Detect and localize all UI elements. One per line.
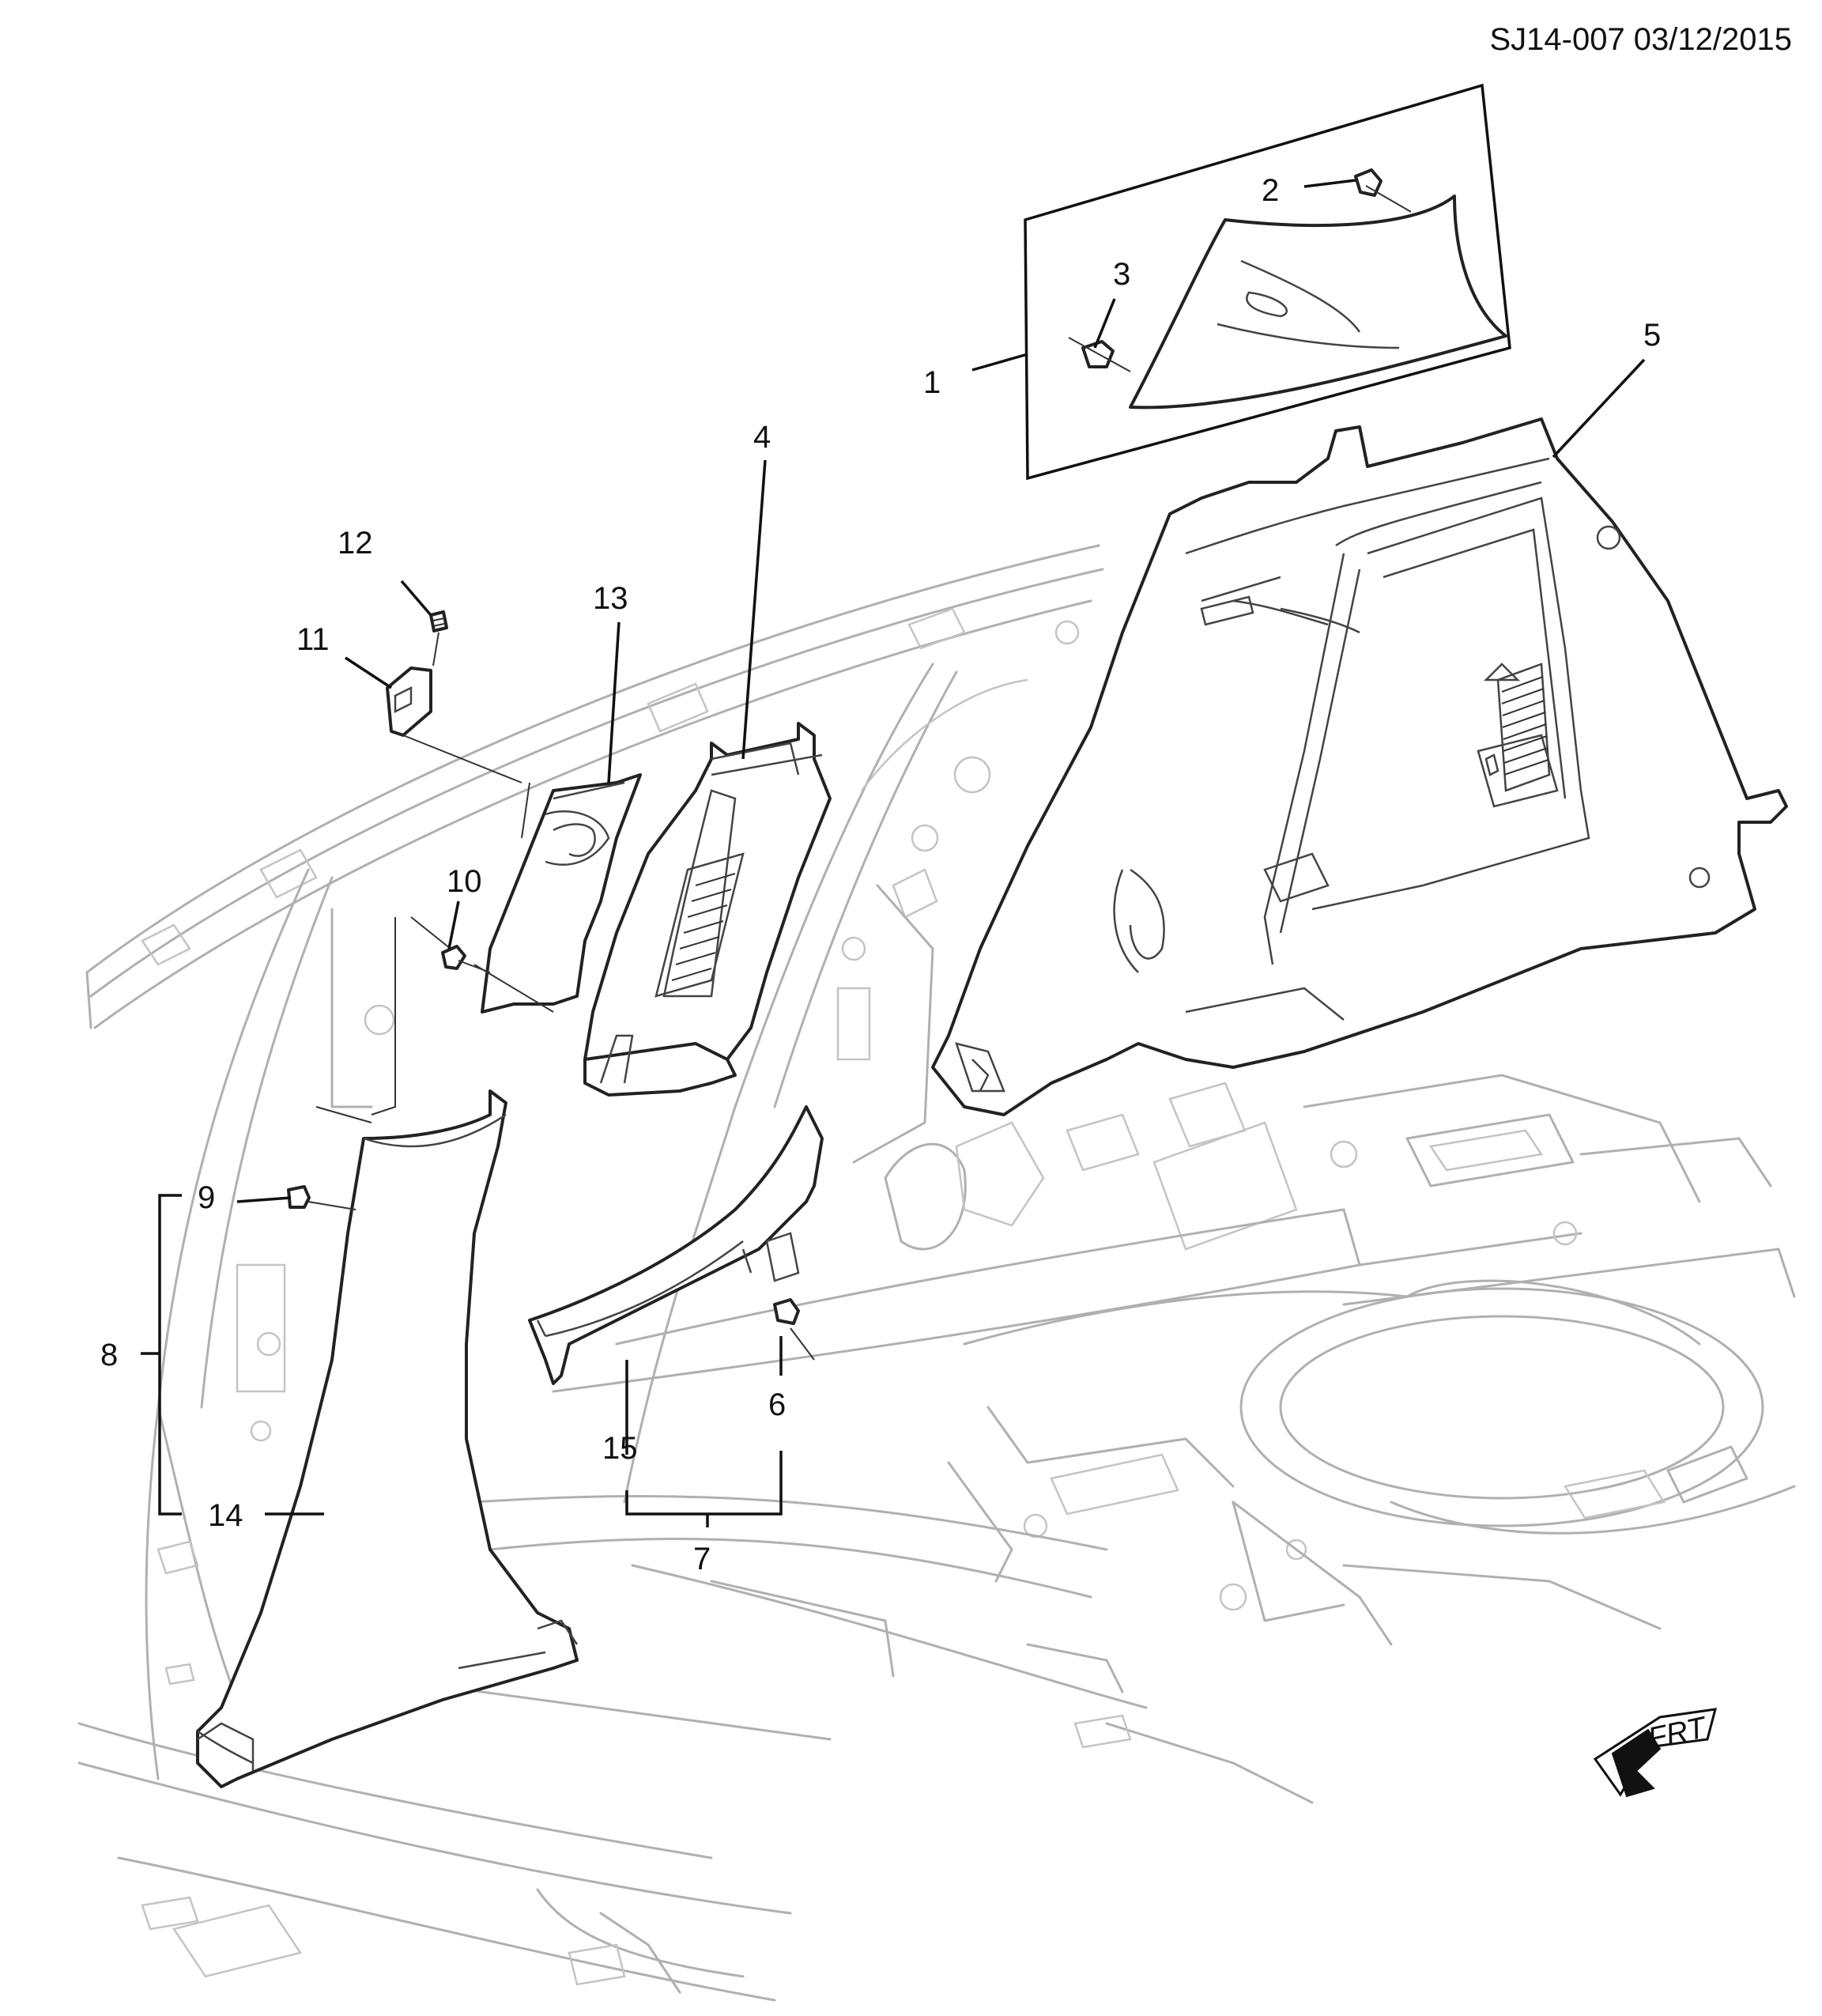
part-1-group — [1024, 83, 1511, 481]
part-15-sill-trim — [528, 1105, 824, 1385]
bracket-7 — [625, 1451, 783, 1516]
part-4-pillar-trim — [583, 722, 832, 1097]
callout-2: 2 — [1262, 173, 1279, 208]
front-arrow-icon: FRT — [1593, 1708, 1718, 1798]
callout-3: 3 — [1113, 257, 1130, 292]
part-5-quarter-trim — [931, 417, 1788, 1116]
callout-4: 4 — [753, 420, 771, 455]
callout-10: 10 — [447, 864, 482, 899]
bracket-8 — [158, 1194, 182, 1516]
part-13-pillar-panel — [481, 773, 642, 1014]
document-id-date: SJ14-007 03/12/2015 — [1489, 22, 1792, 57]
part-10-retainer — [441, 945, 491, 973]
callout-1: 1 — [923, 365, 941, 400]
assembly-lines — [307, 632, 815, 1361]
part-6-clip — [773, 1298, 800, 1325]
front-arrow-label: FRT — [1645, 1711, 1711, 1756]
callout-15: 15 — [602, 1431, 638, 1466]
part-14-lower-pillar — [196, 1089, 579, 1788]
callout-11: 11 — [296, 622, 330, 657]
part-1-frame — [1024, 83, 1511, 481]
part-5-vent-grille — [1496, 663, 1551, 792]
callout-14: 14 — [208, 1498, 243, 1533]
callout-9: 9 — [198, 1180, 215, 1215]
part-9-clip — [287, 1185, 311, 1209]
callout-leaders — [141, 179, 1646, 1527]
callout-5: 5 — [1643, 318, 1661, 353]
vehicle-body-structure — [77, 544, 1796, 2002]
callout-8: 8 — [100, 1338, 118, 1372]
callout-13: 13 — [593, 581, 628, 616]
callout-7: 7 — [693, 1542, 711, 1576]
callout-labels: 1 2 3 4 5 6 7 8 9 10 11 12 13 14 15 — [100, 173, 1661, 1576]
part-11-bracket — [386, 666, 432, 737]
part-12-screw — [429, 610, 448, 632]
callout-6: 6 — [768, 1387, 786, 1422]
part-1-upper-trim — [1129, 194, 1507, 410]
callout-12: 12 — [338, 526, 373, 561]
part-2-clip — [1354, 168, 1383, 197]
